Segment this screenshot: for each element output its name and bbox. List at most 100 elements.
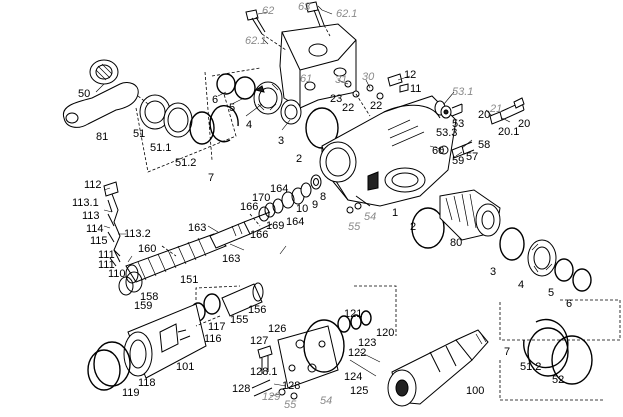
callout-163-bottom: 163: [222, 253, 240, 265]
callout-158: 158: [140, 291, 158, 303]
lower-seal-group: [523, 318, 593, 385]
callout-1: 1: [392, 207, 398, 219]
callout-115: 115: [90, 235, 108, 247]
callout-126: 126: [268, 323, 286, 335]
callout-6-right: 6: [566, 298, 572, 310]
callout-20-1: 20.1: [498, 126, 519, 138]
callout-121: 121: [344, 308, 362, 320]
upper-seal-rings: [137, 67, 302, 161]
piston-assembly: [190, 282, 264, 322]
callout-53: 53: [452, 118, 464, 130]
callout-53-3: 53.3: [436, 127, 457, 139]
callout-3-top: 3: [278, 135, 284, 147]
callout-169: 169: [266, 220, 284, 232]
callout-111-b: 111: [98, 259, 115, 271]
callout-50: 50: [78, 88, 90, 100]
callout-59: 59: [452, 155, 464, 167]
callout-3-right: 3: [490, 266, 496, 278]
callout-122: 122: [348, 347, 366, 359]
callout-30: 30: [362, 71, 375, 83]
callout-112: 112: [84, 179, 102, 191]
callout-62-1-left: 62.1: [245, 35, 266, 47]
callout-labels: 62 63 62.1 62.1 61 50 81 51 51.1 51.2 7 …: [72, 1, 572, 411]
callout-124: 124: [344, 371, 362, 383]
callout-6-top: 6: [212, 94, 218, 106]
steering-housing: [305, 95, 457, 207]
callout-20-left: 20: [478, 109, 490, 121]
callout-163-top: 163: [188, 222, 206, 234]
callout-156: 156: [248, 304, 266, 316]
callout-113-2: 113.2: [124, 228, 151, 240]
valve-body: [387, 329, 489, 407]
callout-54-bottom: 54: [320, 395, 332, 407]
callout-113-1: 113.1: [72, 197, 99, 209]
callout-81: 81: [96, 131, 108, 143]
callout-51: 51: [133, 128, 145, 140]
pitman-arm: [62, 59, 139, 128]
callout-120: 120: [376, 327, 394, 339]
callout-60: 60: [432, 145, 444, 157]
callout-164-bottom: 164: [286, 216, 304, 228]
callout-12: 12: [404, 69, 416, 81]
callout-5-right: 5: [548, 287, 554, 299]
callout-51-1: 51.1: [150, 142, 171, 154]
callout-117: 117: [208, 321, 226, 333]
callout-116: 116: [204, 333, 222, 345]
callout-57: 57: [466, 151, 478, 163]
callout-113: 113: [82, 210, 100, 222]
callout-2-right: 2: [410, 221, 416, 233]
callout-160: 160: [138, 243, 156, 255]
worm-shaft-assembly: [103, 181, 312, 296]
callout-9: 9: [312, 199, 318, 211]
callout-125: 125: [350, 385, 368, 397]
callout-62: 62: [262, 5, 274, 17]
callout-54-top: 54: [364, 211, 376, 223]
callout-51-2-bottom: 51.2: [520, 361, 541, 373]
callout-62-1-right: 62.1: [336, 8, 357, 20]
callout-7-top: 7: [208, 172, 214, 184]
leader-lines: [95, 5, 511, 397]
bracket-assembly: [245, 1, 357, 109]
callout-7-bottom: 7: [504, 346, 510, 358]
callout-110: 110: [108, 268, 126, 280]
callout-55-top: 55: [348, 221, 361, 233]
callout-80: 80: [450, 237, 462, 249]
callout-11: 11: [410, 83, 421, 95]
callout-159: 159: [134, 300, 152, 312]
callout-123: 123: [358, 337, 376, 349]
callout-101: 101: [176, 361, 194, 373]
callout-128-1: 128.1: [250, 366, 278, 378]
callout-119: 119: [122, 387, 140, 399]
callout-111-a: 111: [98, 249, 115, 261]
callout-114: 114: [86, 223, 104, 235]
callout-155: 155: [230, 314, 248, 326]
callout-63: 63: [298, 1, 311, 13]
group-outlines: [135, 93, 621, 401]
valve-small-parts: [310, 73, 525, 214]
callout-2-top: 2: [296, 153, 302, 165]
callout-20-right: 20: [518, 118, 530, 130]
callout-22-left: 22: [342, 102, 354, 114]
callout-8: 8: [320, 191, 326, 203]
callout-55-bottom: 55: [284, 399, 297, 411]
callout-151: 151: [180, 274, 198, 286]
callout-10: 10: [296, 203, 308, 215]
callout-53-1: 53.1: [452, 86, 473, 98]
callout-128-right: 128: [282, 380, 300, 392]
callout-129: 129: [262, 391, 280, 403]
callout-23: 23: [330, 93, 342, 105]
callout-4-top: 4: [246, 119, 252, 131]
sector-shaft: [411, 189, 592, 292]
callout-61: 61: [300, 73, 312, 85]
callout-31: 31: [335, 74, 347, 86]
callout-127: 127: [250, 335, 268, 347]
callout-166-top: 166: [240, 201, 258, 213]
callout-22-right: 22: [370, 100, 382, 112]
callout-52: 52: [552, 374, 564, 386]
callout-100: 100: [466, 385, 484, 397]
callout-21: 21: [489, 103, 502, 115]
cover-plate: [251, 310, 372, 400]
callout-170: 170: [252, 192, 270, 204]
callout-128-left: 128: [232, 383, 250, 395]
